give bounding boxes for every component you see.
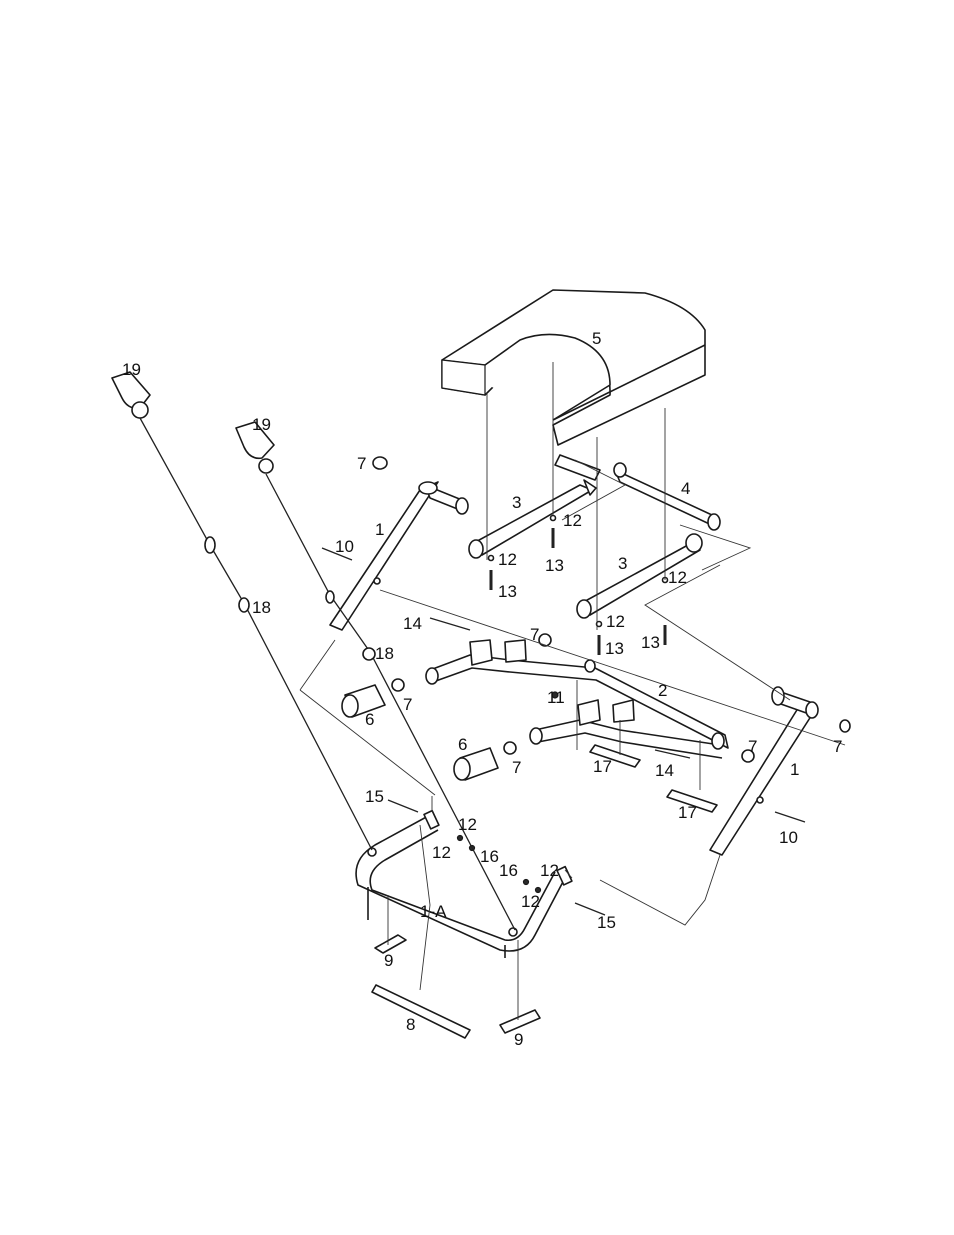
label-12: 12 (432, 843, 451, 862)
label-12: 12 (563, 511, 582, 530)
label-9: 9 (384, 951, 393, 970)
roller-upper (341, 684, 386, 718)
label-4: 4 (681, 479, 690, 498)
label-12: 12 (521, 892, 540, 911)
label-19: 19 (252, 415, 271, 434)
label-16: 16 (480, 847, 499, 866)
upright-frame-right (709, 686, 819, 856)
label-7: 7 (403, 695, 412, 714)
label-7: 7 (357, 454, 366, 473)
label-9: 9 (514, 1030, 523, 1049)
label-10: 10 (779, 828, 798, 847)
label-7: 7 (530, 625, 539, 644)
label-6: 6 (458, 735, 467, 754)
label-2: 2 (658, 681, 667, 700)
label-8: 8 (406, 1015, 415, 1034)
label-12: 12 (668, 568, 687, 587)
label-12: 12 (498, 550, 517, 569)
label-10: 10 (335, 537, 354, 556)
roller-lower (453, 747, 499, 781)
label-13: 13 (605, 639, 624, 658)
label-7: 7 (512, 758, 521, 777)
label-17: 17 (593, 757, 612, 776)
label-13: 13 (545, 556, 564, 575)
label-1: 1 (375, 520, 384, 539)
foot-pads (371, 454, 718, 1039)
label-11: 11 (547, 688, 565, 707)
label-15: 15 (597, 913, 616, 932)
label-7: 7 (748, 737, 757, 756)
label-12: 12 (458, 815, 477, 834)
cable-handle-left (111, 371, 373, 851)
seat-tube-rear (576, 533, 703, 619)
base-frame (355, 809, 573, 958)
label-19: 19 (122, 360, 141, 379)
end-caps (372, 456, 851, 763)
label-12: 12 (606, 612, 625, 631)
label-13: 13 (641, 633, 660, 652)
leader-lines (299, 362, 846, 1020)
main-frame (425, 639, 729, 759)
part-labels: 19 19 5 7 3 4 12 1 10 12 13 13 3 12 18 1… (122, 329, 842, 1049)
label-1: 1 (790, 760, 799, 779)
label-5: 5 (592, 329, 601, 348)
label-18: 18 (252, 598, 271, 617)
upright-frame-left (329, 481, 469, 631)
label-3: 3 (618, 554, 627, 573)
label-12: 12 (540, 861, 559, 880)
cable-handle-right (235, 421, 516, 931)
seat-tube-crossbar (613, 462, 721, 531)
label-6: 6 (365, 710, 374, 729)
label-17: 17 (678, 803, 697, 822)
label-15: 15 (365, 787, 384, 806)
label-16: 16 (499, 861, 518, 880)
label-14: 14 (403, 614, 422, 633)
label-3: 3 (512, 493, 521, 512)
label-14: 14 (655, 761, 674, 780)
label-1-A: 1-A (420, 902, 447, 921)
label-18: 18 (375, 644, 394, 663)
seat-tube-front (468, 479, 597, 559)
washers-and-nuts (456, 514, 669, 894)
label-7: 7 (833, 737, 842, 756)
bolts (321, 528, 806, 916)
label-13: 13 (498, 582, 517, 601)
seat-pad (441, 289, 706, 446)
